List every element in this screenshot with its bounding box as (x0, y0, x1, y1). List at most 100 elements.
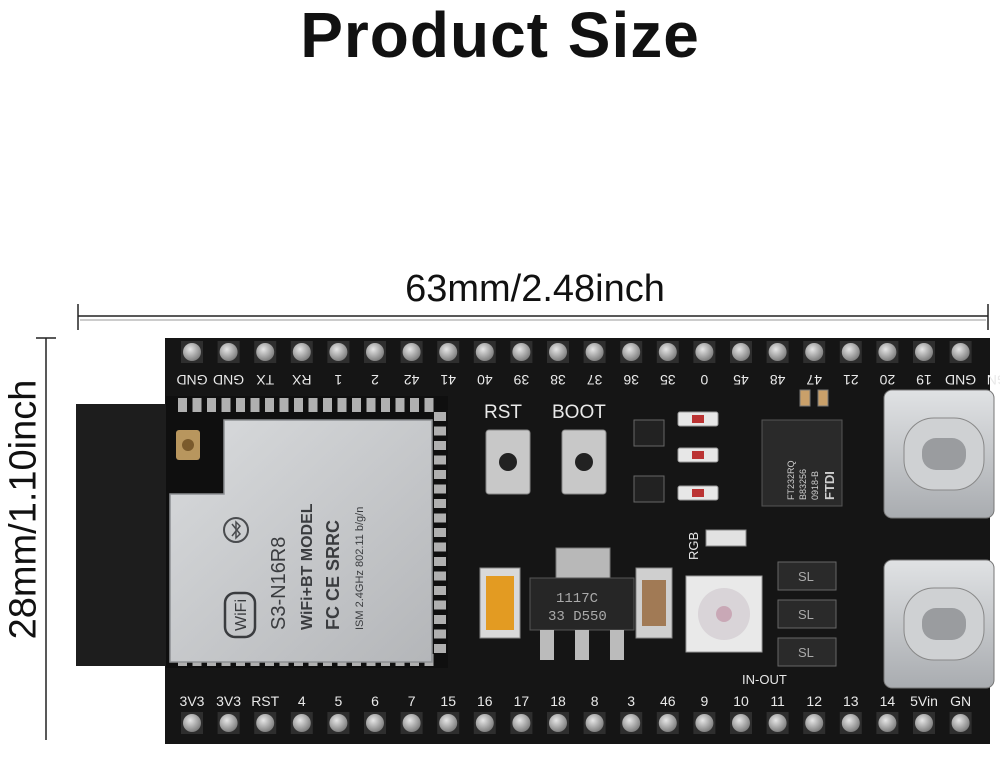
top-pin-label: 0 (700, 372, 708, 388)
top-pin (256, 343, 275, 361)
top-pin-label: GND (213, 372, 244, 388)
in-out-label: IN-OUT (742, 672, 787, 687)
top-pin (329, 343, 348, 361)
bottom-pin-label: 18 (550, 693, 566, 709)
bottom-pin (475, 714, 494, 732)
top-pin (439, 343, 458, 361)
bottom-pin (768, 714, 787, 732)
bottom-pin-label: 11 (770, 693, 785, 709)
top-pin-label: 45 (733, 372, 749, 388)
module-type: WiFi+BT MODEL (299, 503, 316, 630)
top-pin (878, 343, 897, 361)
top-pin-label: 2 (371, 372, 379, 388)
bottom-pin (366, 714, 384, 732)
bottom-pin-label: 9 (701, 693, 709, 709)
voltage-regulator: 1117C 33 D550 (529, 547, 635, 660)
wifi-logo: WiFi (223, 591, 257, 639)
bottom-pin-label: 8 (591, 693, 599, 709)
width-dimension-line (77, 304, 989, 330)
top-pin-label: 36 (623, 372, 639, 388)
top-pin (658, 343, 677, 361)
bottom-pin-label: 46 (660, 693, 676, 709)
top-pin-label: 39 (513, 372, 529, 388)
top-pin-label: 41 (440, 372, 456, 388)
top-pin (292, 343, 311, 361)
top-pin-label: 37 (587, 372, 603, 388)
bottom-pin-label: 13 (843, 693, 859, 709)
top-pin (732, 343, 750, 361)
top-pin-label: TX (256, 372, 275, 388)
top-pin-label: 21 (843, 372, 859, 388)
sl-label-3: SL (798, 645, 814, 660)
bottom-pin-label: 6 (371, 693, 379, 709)
top-pin-label: RX (291, 372, 311, 388)
svg-text:FT232RQ: FT232RQ (786, 460, 796, 500)
top-pin (805, 343, 824, 361)
bottom-pin-label: 12 (806, 693, 822, 709)
bottom-pin (256, 714, 275, 732)
top-pin-label: GN (987, 372, 1000, 388)
bottom-pin-label: 14 (880, 693, 896, 709)
top-pin-header (181, 341, 972, 363)
bottom-pin-label: 4 (298, 693, 306, 709)
bottom-pin (439, 714, 458, 732)
top-pin (695, 343, 714, 361)
top-pin-label: 38 (550, 372, 566, 388)
svg-text:0918-B: 0918-B (810, 471, 820, 500)
module-certifications: FC CE SRRC (323, 520, 343, 630)
bottom-pin-label: 7 (408, 693, 416, 709)
sl-diodes (777, 561, 837, 667)
usb-c-port-bottom (883, 559, 995, 689)
top-pin (915, 343, 933, 361)
bottom-pin-label: 5Vin (910, 693, 938, 709)
bottom-pin (732, 714, 750, 732)
top-pin-label: 40 (477, 372, 493, 388)
bottom-pin (951, 714, 970, 732)
antenna-area (76, 404, 172, 666)
svg-text:WiFi: WiFi (233, 599, 250, 631)
rst-button (485, 429, 531, 495)
svg-text:FTDI: FTDI (822, 471, 837, 500)
top-pin (475, 343, 494, 361)
bottom-pin (183, 714, 201, 732)
esp32-module (166, 396, 448, 668)
module-spec: ISM 2.4GHz 802.11 b/g/n (354, 507, 366, 630)
tantalum-capacitor (479, 567, 521, 639)
ftdi-chip: FT232RQ B83256 0918-B FTDI (761, 419, 843, 507)
bottom-pin-label: 3V3 (180, 693, 205, 709)
top-pin-label: GND (176, 372, 207, 388)
small-transistors (633, 419, 665, 503)
top-pin (512, 343, 531, 361)
top-pin (219, 343, 238, 361)
boot-button (561, 429, 607, 495)
rst-label: RST (484, 402, 522, 423)
rgb-label: RGB (686, 532, 701, 560)
bottom-pin-label: RST (251, 693, 279, 709)
bottom-pin-label: 17 (514, 693, 530, 709)
sl-label-2: SL (798, 607, 814, 622)
bottom-pin-label: 3 (627, 693, 635, 709)
bluetooth-icon (223, 517, 249, 543)
bottom-pin (292, 714, 311, 732)
top-pin-label: 1 (334, 372, 342, 388)
bottom-pin-label: 15 (440, 693, 456, 709)
title: Product Size (300, 0, 700, 71)
top-pin (366, 343, 384, 361)
top-pin-label: 20 (879, 372, 895, 388)
top-pin-label: 19 (916, 372, 932, 388)
bottom-pin (219, 714, 238, 732)
bottom-pin (658, 714, 677, 732)
top-pin-label: GND (945, 372, 976, 388)
sl-label-1: SL (798, 569, 814, 584)
width-dimension-label: 63mm/2.48inch (405, 268, 665, 310)
bottom-pin (622, 714, 641, 732)
bottom-pin (841, 714, 860, 732)
bottom-pin-label: 16 (477, 693, 493, 709)
top-pin-label: 42 (404, 372, 420, 388)
top-pin (585, 343, 604, 361)
bottom-pin (585, 714, 604, 732)
top-pin (402, 343, 421, 361)
module-markings: S3-N16R8 WiFi+BT MODEL FC CE SRRC ISM 2.… (268, 503, 366, 630)
